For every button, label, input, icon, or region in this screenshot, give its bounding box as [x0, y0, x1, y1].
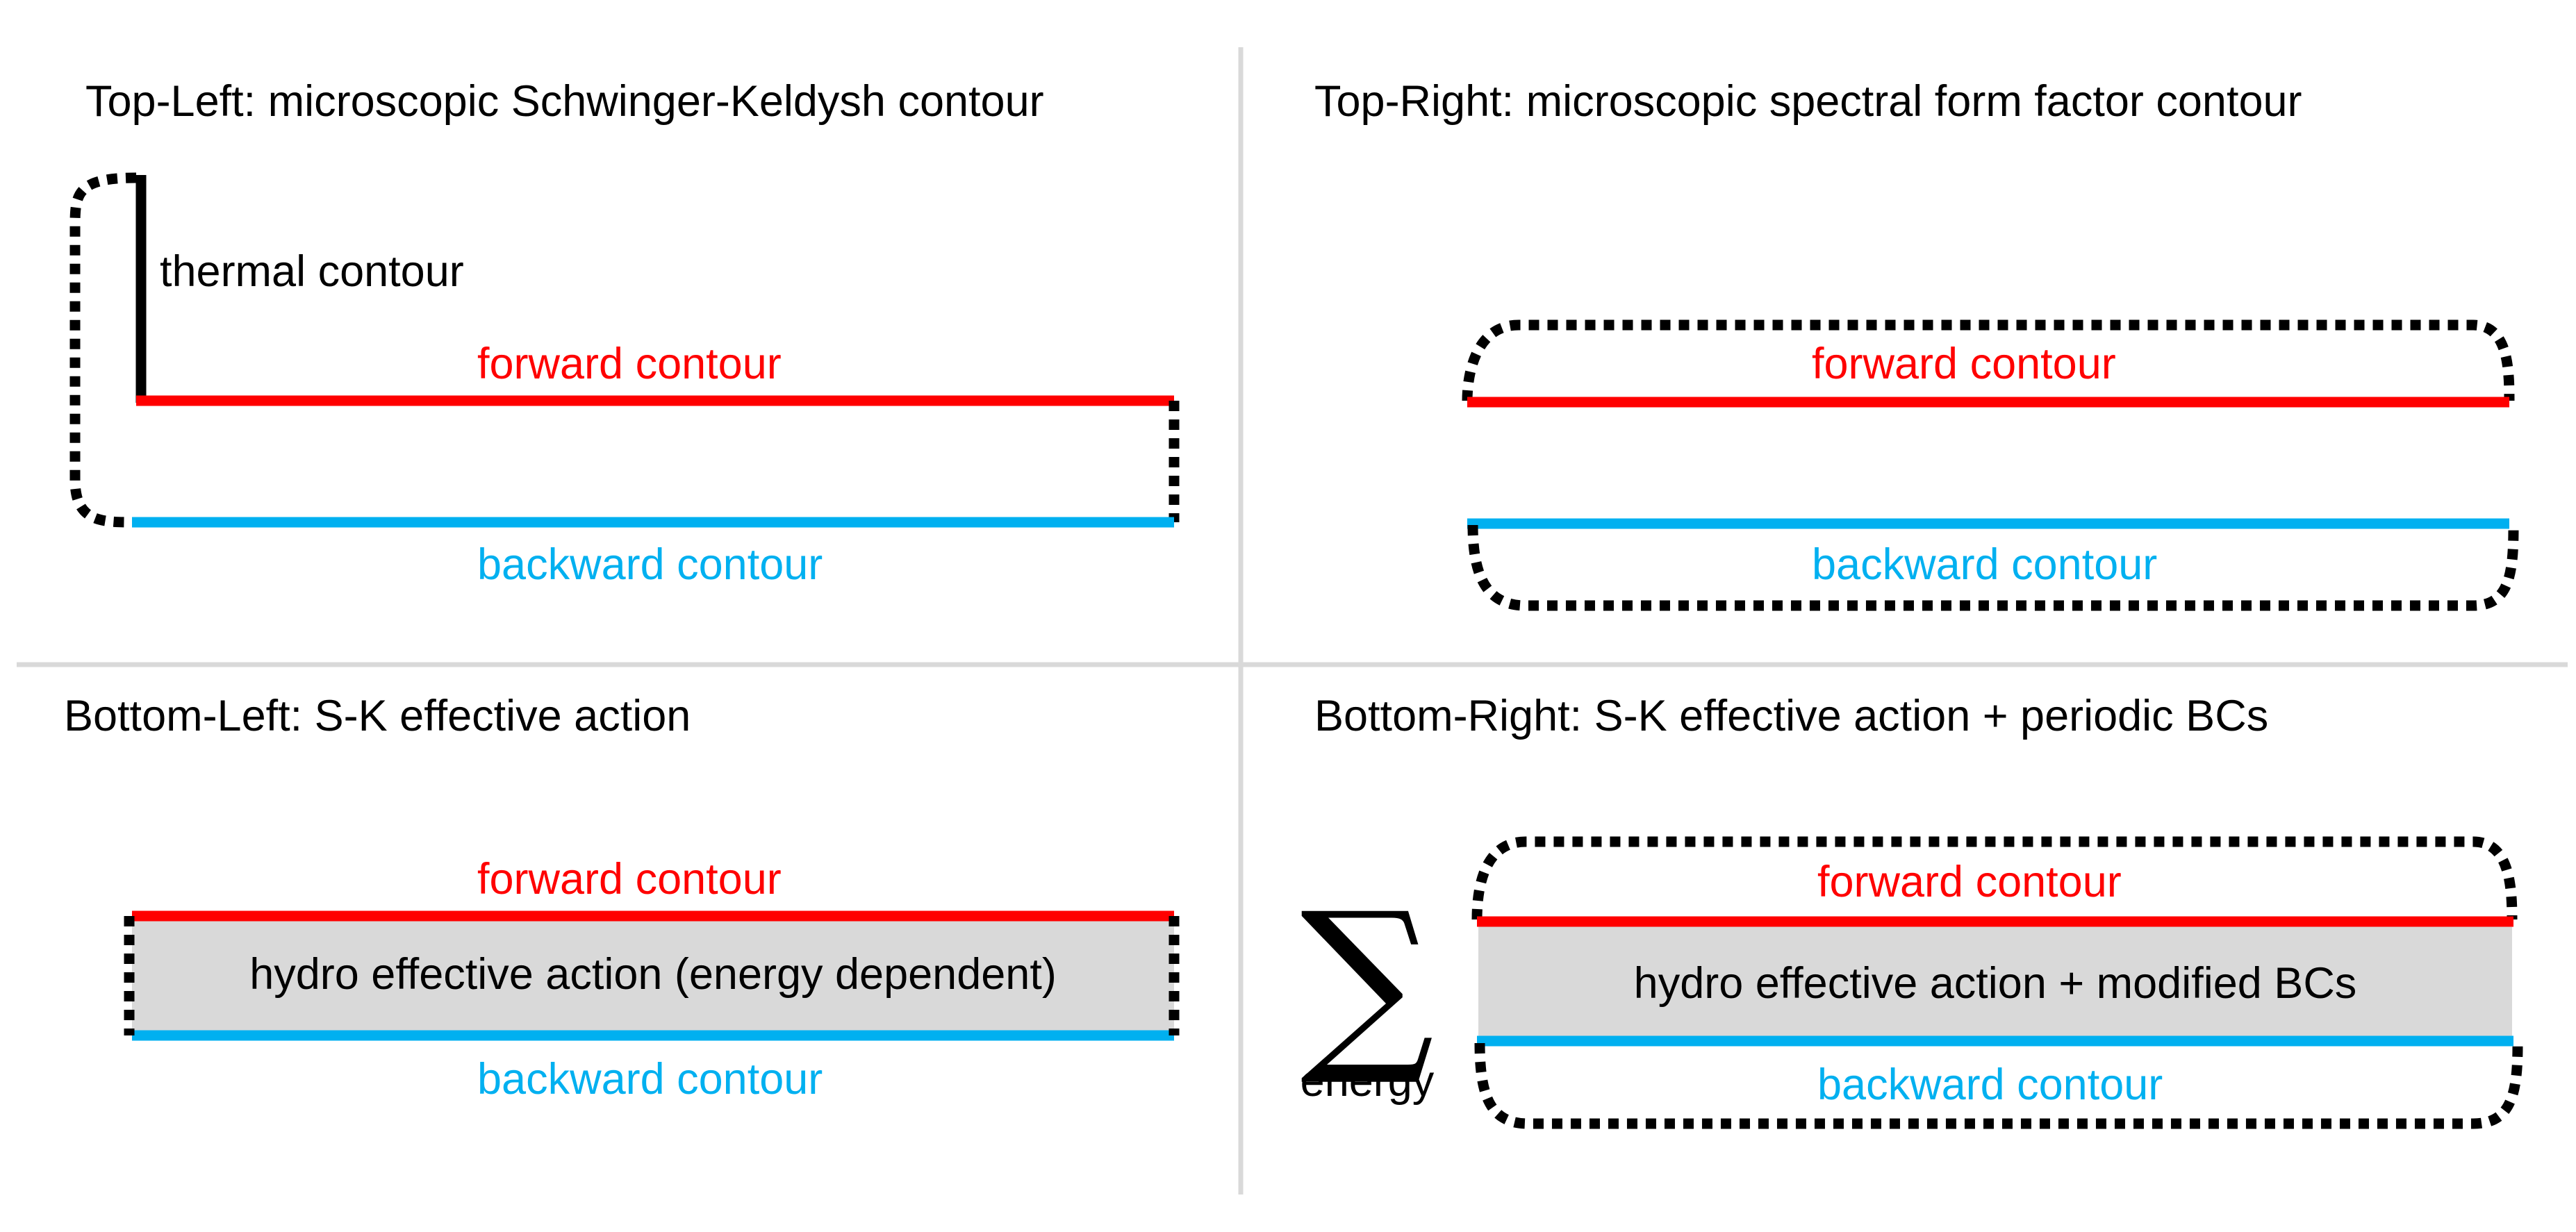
- panel-title: Top-Right: microscopic spectral form fac…: [1314, 77, 2302, 126]
- panel-title: Bottom-Right: S-K effective action + per…: [1314, 692, 2268, 740]
- summation-label: energy: [1301, 1057, 1435, 1106]
- effective-action-box: [132, 916, 1174, 1035]
- forward-contour-label: forward contour: [477, 855, 782, 904]
- panel-bottom-right: Bottom-Right: S-K effective action + per…: [1301, 692, 2523, 1129]
- panel-title: Bottom-Left: S-K effective action: [64, 692, 691, 740]
- panel-top-right: Top-Right: microscopic spectral form fac…: [1314, 77, 2519, 611]
- forward-contour-label: forward contour: [1817, 858, 2122, 906]
- effective-action-label: hydro effective action (energy dependent…: [249, 950, 1057, 999]
- dotted-closure-top: [1462, 319, 2515, 401]
- panel-title: Top-Left: microscopic Schwinger-Keldysh …: [85, 77, 1044, 126]
- thermal-contour-label: thermal contour: [160, 247, 464, 296]
- dotted-closure: [69, 172, 137, 528]
- panel-top-left: Top-Left: microscopic Schwinger-Keldysh …: [69, 77, 1180, 589]
- summation-symbol: ∑: [1301, 872, 1435, 1090]
- dotted-closure-bottom: [1474, 1042, 2523, 1129]
- dotted-closure-top: [1471, 836, 2518, 920]
- panel-bottom-left: Bottom-Left: S-K effective action forwar…: [64, 692, 1180, 1104]
- effective-action-box: [1478, 922, 2512, 1041]
- backward-contour-label: backward contour: [477, 540, 823, 589]
- backward-contour-label: backward contour: [477, 1055, 823, 1104]
- forward-contour-label: forward contour: [1812, 340, 2116, 388]
- backward-contour-label: backward contour: [1817, 1060, 2163, 1109]
- backward-contour-label: backward contour: [1812, 540, 2157, 589]
- forward-contour-label: forward contour: [477, 340, 782, 388]
- effective-action-label: hydro effective action + modified BCs: [1634, 959, 2357, 1008]
- dotted-closure-bottom: [1467, 524, 2519, 611]
